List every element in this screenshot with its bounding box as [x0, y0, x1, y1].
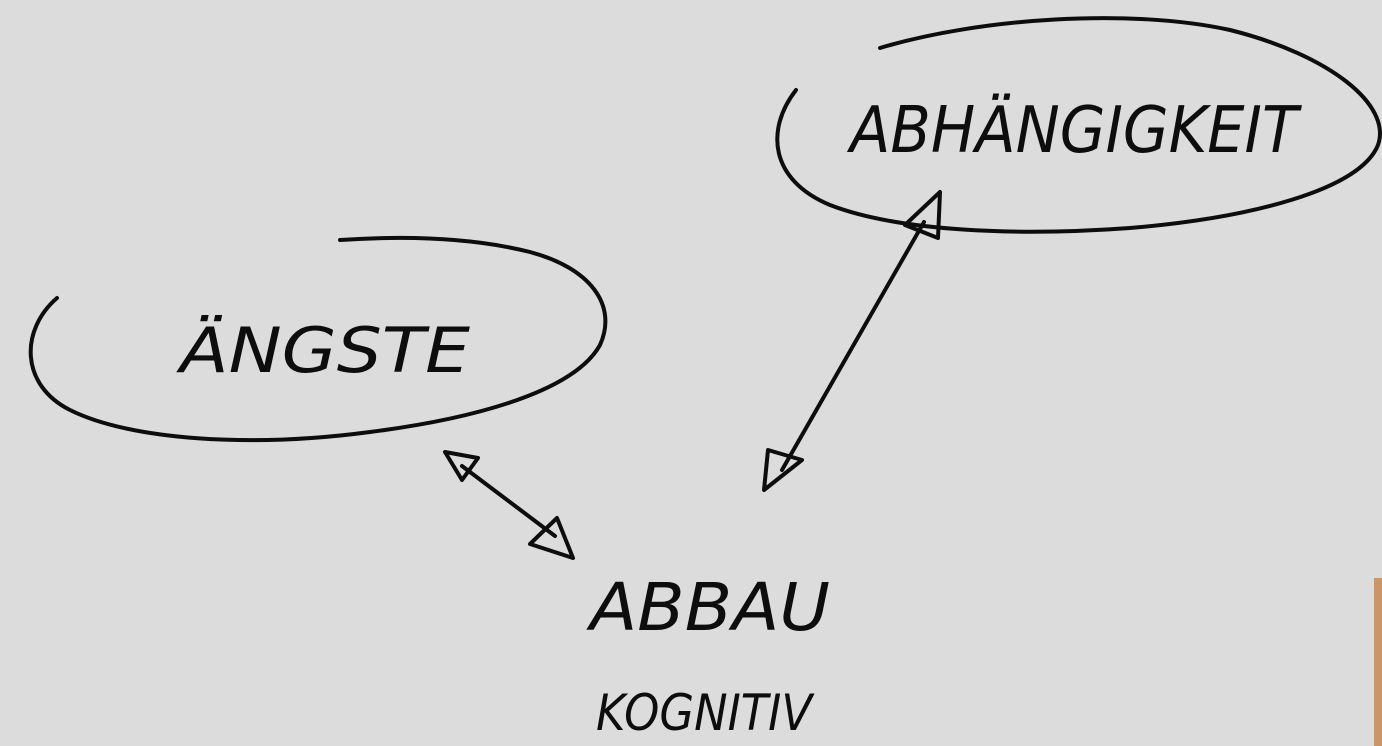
arrow-abhangigkeit-abbau-head-start	[903, 190, 942, 240]
arrow-angste-abbau-head-end	[528, 516, 575, 560]
angste-label: ÄNGSTE	[175, 314, 471, 387]
abhangigkeit-label: ABHÄNGIGKEIT	[846, 93, 1302, 168]
abbau-label: ABBAU	[586, 569, 830, 646]
arrow-angste-abbau-head-start	[443, 450, 480, 482]
photo-edge	[1374, 578, 1382, 746]
arrow-angste-abbau-shaft	[460, 464, 557, 538]
angste-ellipse	[28, 236, 608, 443]
arrow-abhangigkeit-abbau-head-end	[762, 448, 804, 492]
kognitiv-label: KOGNITIV	[596, 684, 815, 742]
abhangigkeit-ellipse	[775, 16, 1382, 234]
arrow-abhangigkeit-abbau-shaft	[780, 220, 926, 472]
